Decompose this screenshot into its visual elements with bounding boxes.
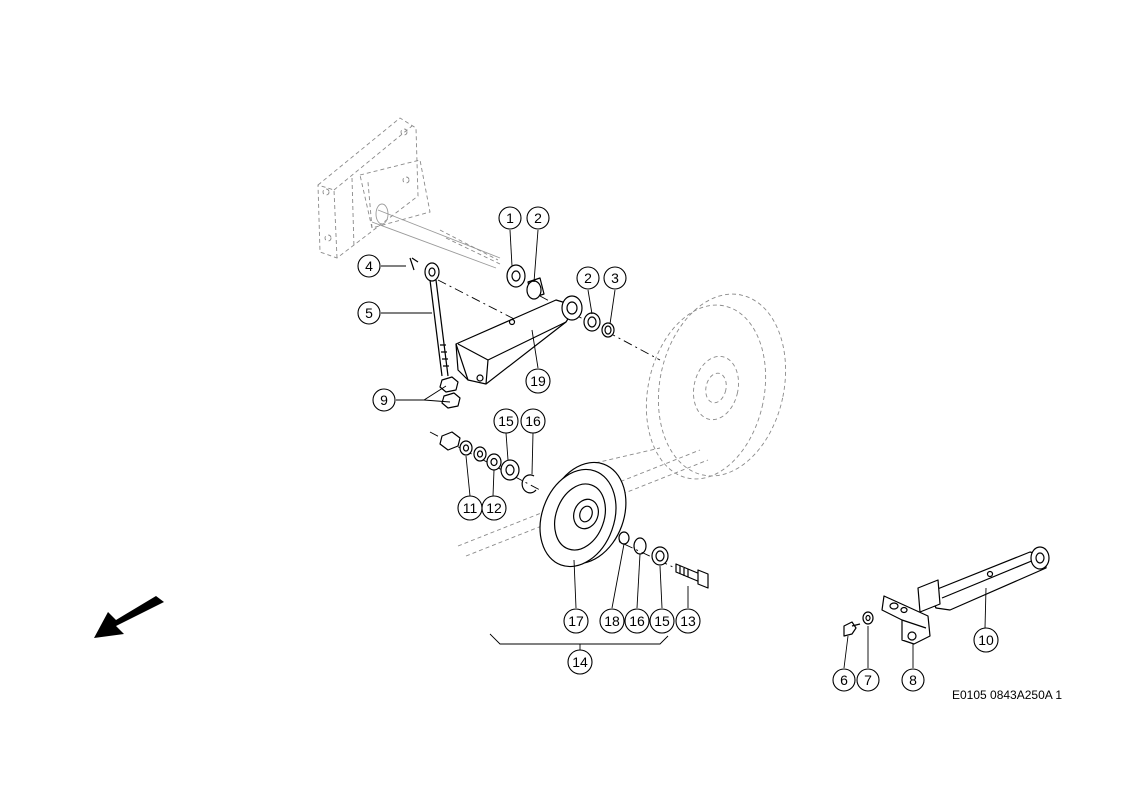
inset-screw-6 xyxy=(843,621,861,637)
callout-2-rear: 2 xyxy=(576,266,600,290)
svg-text:5: 5 xyxy=(365,305,373,321)
callout-15-top: 15 xyxy=(493,408,519,434)
callout-2-front: 2 xyxy=(526,206,550,230)
arrow-down-left-icon xyxy=(94,596,164,638)
callout-17: 17 xyxy=(563,608,589,634)
drawing-code: E0105 0843A250A 1 xyxy=(952,688,1063,702)
svg-text:17: 17 xyxy=(568,613,584,629)
svg-text:3: 3 xyxy=(611,270,619,286)
eye-bolt xyxy=(424,262,449,377)
svg-text:4: 4 xyxy=(365,258,373,274)
nut-left xyxy=(439,431,461,451)
leader-lines xyxy=(381,229,987,669)
callout-15-bottom: 15 xyxy=(649,608,675,634)
spacer-12 xyxy=(486,453,502,471)
svg-text:7: 7 xyxy=(864,672,872,688)
callout-14: 14 xyxy=(567,649,593,675)
svg-text:11: 11 xyxy=(463,500,478,516)
bush-2-front xyxy=(526,277,545,300)
bolt-13 xyxy=(675,563,709,589)
callout-5: 5 xyxy=(357,301,381,325)
inset-washer-7 xyxy=(862,611,874,625)
svg-text:19: 19 xyxy=(530,373,546,389)
callout-8: 8 xyxy=(901,668,925,692)
drive-belt xyxy=(457,447,709,557)
svg-text:2: 2 xyxy=(534,210,542,226)
callout-1: 1 xyxy=(498,206,522,230)
circlip-16-left xyxy=(521,474,537,494)
callout-16-bottom: 16 xyxy=(624,608,650,634)
svg-text:15: 15 xyxy=(654,613,670,629)
callout-18: 18 xyxy=(599,608,625,634)
inset-bracket-8 xyxy=(881,595,931,645)
nuts xyxy=(439,376,461,409)
callout-16-top: 16 xyxy=(520,408,546,434)
svg-text:16: 16 xyxy=(525,413,541,429)
svg-text:12: 12 xyxy=(486,500,502,516)
inset-arm-10 xyxy=(917,546,1050,613)
idler-pulley xyxy=(539,461,627,568)
circlip-16-right xyxy=(633,537,647,555)
washer-11 xyxy=(459,440,473,456)
callout-6: 6 xyxy=(832,668,856,692)
svg-text:16: 16 xyxy=(629,613,645,629)
svg-text:2: 2 xyxy=(584,270,592,286)
callout-12: 12 xyxy=(481,495,507,521)
svg-text:6: 6 xyxy=(840,672,848,688)
drive-pulley-ghost xyxy=(645,293,787,480)
bearing-15-right xyxy=(651,546,669,566)
callout-11: 11 xyxy=(457,495,483,521)
mounting-bracket-ghost xyxy=(317,117,431,259)
svg-text:1: 1 xyxy=(506,210,514,226)
callout-7: 7 xyxy=(856,668,880,692)
callout-3: 3 xyxy=(603,266,627,290)
washer-1 xyxy=(506,264,526,288)
tension-arm xyxy=(455,295,583,385)
washer-3 xyxy=(601,322,615,338)
callout-10: 10 xyxy=(973,627,999,653)
spacer-18 xyxy=(618,531,630,545)
callout-9: 9 xyxy=(372,388,396,412)
callout-13: 13 xyxy=(675,608,701,634)
callout-4: 4 xyxy=(357,254,381,278)
svg-text:18: 18 xyxy=(604,613,620,629)
svg-text:9: 9 xyxy=(380,392,388,408)
svg-text:10: 10 xyxy=(978,632,994,648)
shaft-ghost xyxy=(371,203,501,269)
bearing-15-left xyxy=(500,459,520,481)
svg-text:14: 14 xyxy=(572,654,588,670)
svg-text:8: 8 xyxy=(909,672,917,688)
washer-12-left xyxy=(473,446,487,462)
split-pin xyxy=(409,257,419,271)
svg-text:15: 15 xyxy=(498,413,514,429)
svg-text:13: 13 xyxy=(680,613,696,629)
callout-19: 19 xyxy=(525,368,551,394)
bush-2-rear xyxy=(583,312,601,332)
